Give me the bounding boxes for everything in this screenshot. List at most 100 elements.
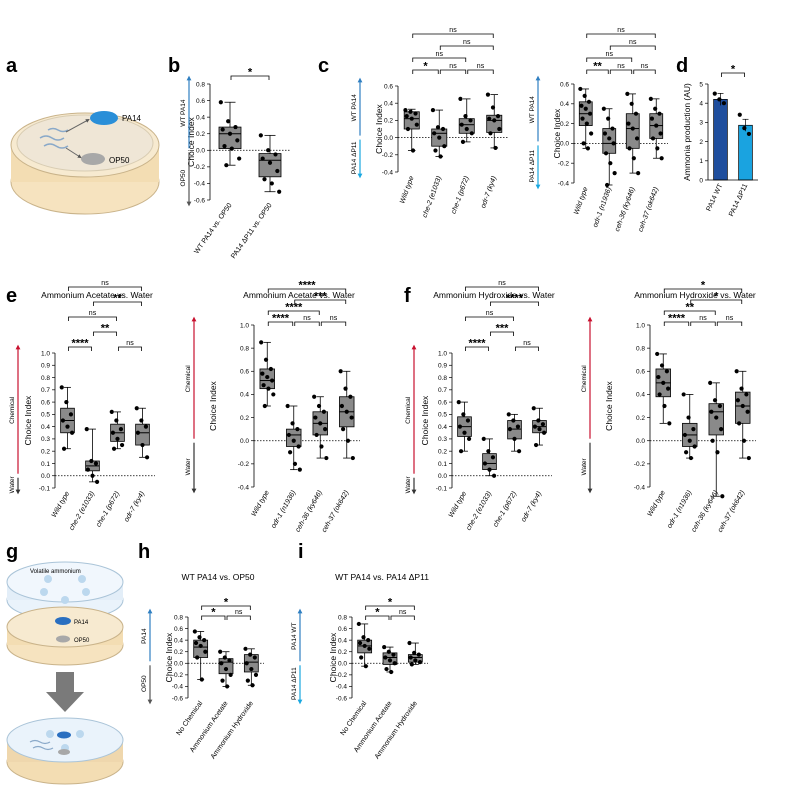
side-label-bottom: Water — [405, 475, 412, 493]
data-point — [540, 422, 546, 427]
y-tick-label: -0.1 — [436, 485, 448, 492]
data-point — [659, 156, 664, 161]
x-category-label: Wild type — [51, 490, 71, 518]
side-label-bottom: Water — [185, 457, 192, 475]
data-point — [345, 438, 351, 443]
data-point — [219, 661, 224, 666]
y-tick-label: -0.4 — [194, 181, 206, 188]
data-point — [610, 126, 615, 131]
y-tick-label: 0 — [699, 177, 703, 184]
data-point — [532, 424, 538, 429]
y-tick-label: -0.4 — [558, 180, 570, 187]
y-tick-label: 0.6 — [240, 369, 249, 376]
data-point — [602, 131, 608, 136]
y-tick-label: 0.5 — [41, 412, 50, 419]
side-label-bottom: Water — [581, 457, 588, 475]
data-point — [193, 640, 199, 646]
data-point — [323, 427, 328, 432]
data-point — [318, 421, 323, 426]
data-point — [359, 655, 364, 660]
data-point — [488, 131, 493, 136]
data-point — [649, 116, 655, 121]
data-point — [324, 455, 329, 461]
data-point — [735, 398, 740, 403]
x-category-label: ceh-36 (ky646) — [691, 490, 720, 534]
data-point — [507, 426, 513, 432]
y-tick-label: 0.3 — [41, 436, 50, 443]
chart-title: Ammonium Acetate vs. Water — [243, 290, 355, 300]
sig-label: * — [248, 67, 253, 79]
data-point — [493, 145, 498, 151]
data-point — [686, 415, 691, 420]
sig-bracket — [633, 69, 656, 74]
data-point — [460, 139, 466, 144]
data-point — [292, 461, 298, 466]
sig-bracket — [320, 321, 347, 326]
side-label-bottom: OP50 — [141, 675, 148, 692]
x-category-label: che-1 (p672) — [492, 491, 518, 529]
sig-label: ** — [101, 323, 110, 335]
y-tick-label: 0.2 — [174, 649, 183, 656]
data-point — [382, 644, 387, 650]
data-point — [630, 126, 635, 131]
x-category-label: che-2 (e1033) — [68, 491, 96, 532]
sig-bracket — [663, 288, 743, 293]
data-point — [339, 403, 344, 409]
y-tick-label: 0.5 — [438, 412, 447, 419]
sig-label: ** — [113, 293, 122, 305]
sig-label: **** — [298, 280, 316, 292]
data-point — [139, 418, 144, 423]
y-tick-label: 0.6 — [41, 399, 50, 406]
data-point — [227, 131, 233, 136]
y-tick-label: 0.2 — [41, 448, 50, 455]
panel-letter-d: d — [676, 55, 688, 77]
sig-bracket — [465, 346, 489, 351]
y-tick-label: 0.4 — [240, 392, 249, 399]
data-point — [417, 660, 423, 665]
sig-label: * — [375, 607, 380, 619]
data-point — [491, 473, 497, 478]
data-point — [85, 467, 91, 472]
chart-panel-i: WT PA14 vs. PA14 ΔP110.80.60.40.20.0-0.2… — [291, 572, 429, 761]
y-tick-label: -0.2 — [238, 461, 250, 468]
y-axis-title: Choice Index — [552, 108, 562, 158]
y-tick-label: 0.2 — [196, 131, 205, 138]
x-category-label: PA14 WT — [706, 182, 725, 212]
data-point — [456, 399, 461, 405]
data-point — [263, 357, 269, 362]
x-category-label: Wild type — [251, 489, 271, 517]
data-point — [582, 93, 587, 98]
data-point — [252, 655, 257, 660]
y-tick-label: 0.6 — [196, 98, 205, 105]
sig-bracket — [439, 69, 467, 74]
sig-label: ns — [617, 63, 625, 70]
sig-label: ns — [699, 315, 707, 322]
sig-label: ns — [303, 315, 311, 322]
data-point — [84, 426, 89, 432]
side-label-top: PA14 — [141, 628, 148, 644]
data-point — [586, 99, 592, 104]
data-point — [227, 658, 232, 663]
data-point — [312, 394, 317, 399]
y-tick-label: 0.2 — [240, 415, 249, 422]
y-tick-label: 0.2 — [384, 118, 393, 125]
x-category-label: ceh-37 (ok642) — [321, 490, 351, 534]
data-point — [636, 171, 641, 176]
x-category-label: che-1 (p672) — [450, 175, 470, 215]
sig-bracket — [201, 615, 226, 620]
side-label-top: Chemical — [581, 365, 588, 393]
sig-label: * — [224, 597, 229, 609]
data-point — [658, 131, 663, 136]
chart-panel-f1: Ammonium Hydroxide vs. Water1.00.90.80.7… — [405, 280, 555, 532]
data-point — [463, 114, 468, 119]
sig-label: * — [211, 607, 216, 619]
sig-bracket — [465, 286, 539, 291]
side-label-top: Chemical — [9, 396, 16, 424]
y-tick-label: -0.4 — [172, 684, 184, 691]
data-point — [442, 144, 447, 149]
data-point — [392, 661, 397, 666]
data-point — [135, 430, 141, 435]
g-pa14-label: PA14 — [74, 620, 89, 626]
data-point — [608, 161, 613, 166]
